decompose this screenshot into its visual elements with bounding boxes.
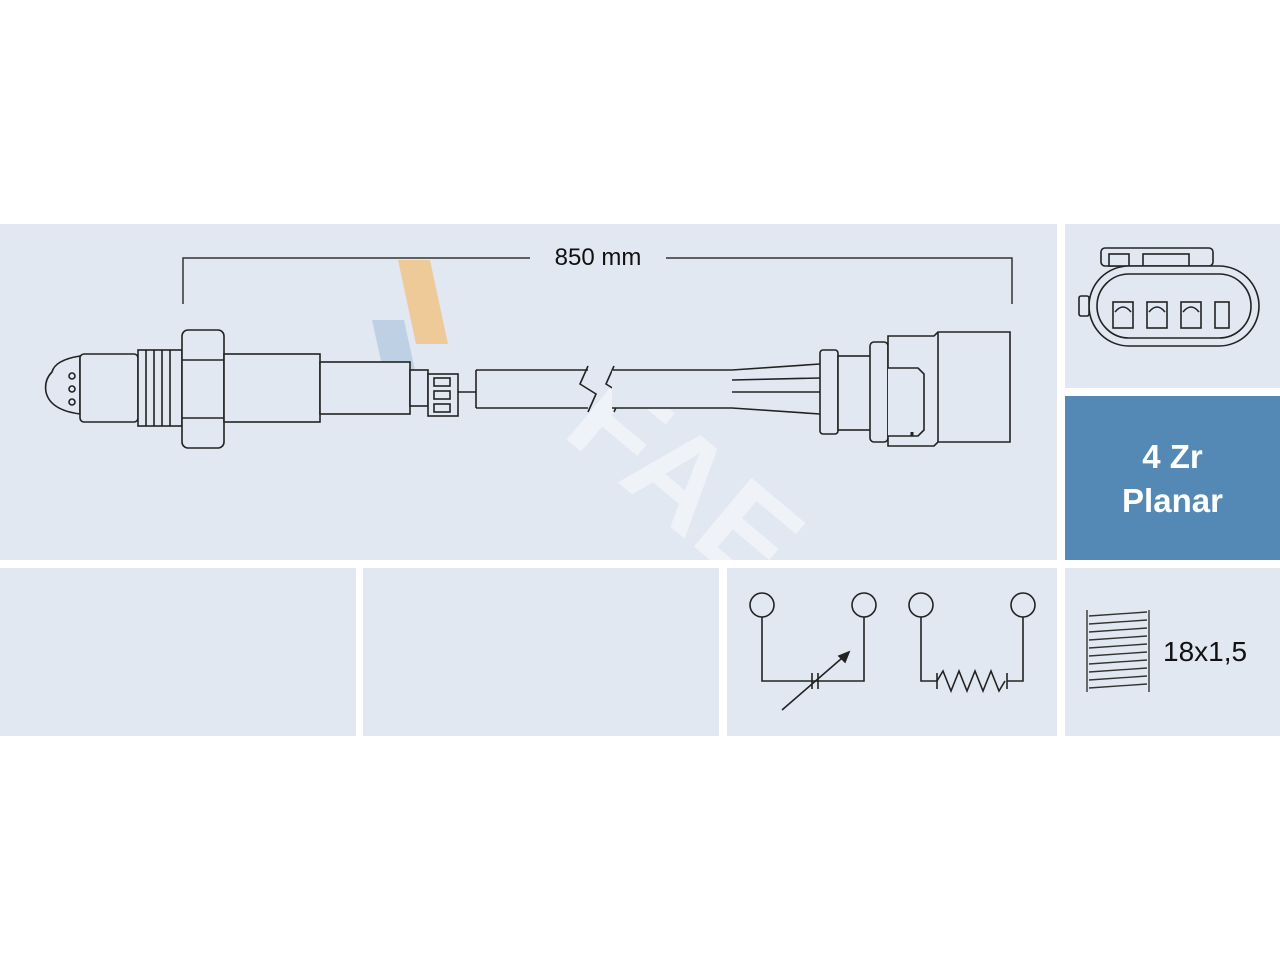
sensor-type-line1: 4 Zr	[1142, 438, 1203, 475]
sensor-sleeve	[319, 361, 411, 415]
wiring-schematic	[749, 592, 1036, 711]
thread-icon	[1086, 610, 1150, 692]
sensor-thread	[137, 349, 183, 427]
thread-spec-panel: 18x1,5	[1065, 568, 1280, 736]
variable-resistor-symbol	[749, 592, 877, 711]
sensor-tip	[44, 355, 81, 415]
dimension-label: 850 mm	[530, 246, 666, 270]
sensor-cable	[475, 363, 821, 415]
sensor-body	[223, 353, 321, 423]
brand-watermark: FAE	[372, 260, 830, 618]
wiring-schematic-panel	[727, 568, 1057, 736]
connector-face-icon	[1078, 247, 1260, 347]
sensor-drawing: FAE	[44, 257, 1013, 618]
empty-info-panel-2	[363, 568, 719, 736]
lambda-sensor	[44, 329, 1011, 449]
sensor-type-panel: 4 Zr Planar	[1065, 396, 1280, 560]
dimension-line	[182, 257, 1013, 304]
thread-size-label: 18x1,5	[1163, 636, 1248, 667]
connector-face-panel	[1065, 224, 1280, 388]
sensor-hex-nut	[181, 329, 225, 449]
sensor-drawing-panel: FAE	[0, 224, 1057, 618]
sensor-type-line2: Planar	[1122, 482, 1223, 519]
heater-resistor-symbol	[908, 592, 1036, 694]
connector-plug	[819, 331, 1011, 447]
sensor-probe	[79, 353, 139, 423]
empty-info-panel-1	[0, 568, 356, 736]
